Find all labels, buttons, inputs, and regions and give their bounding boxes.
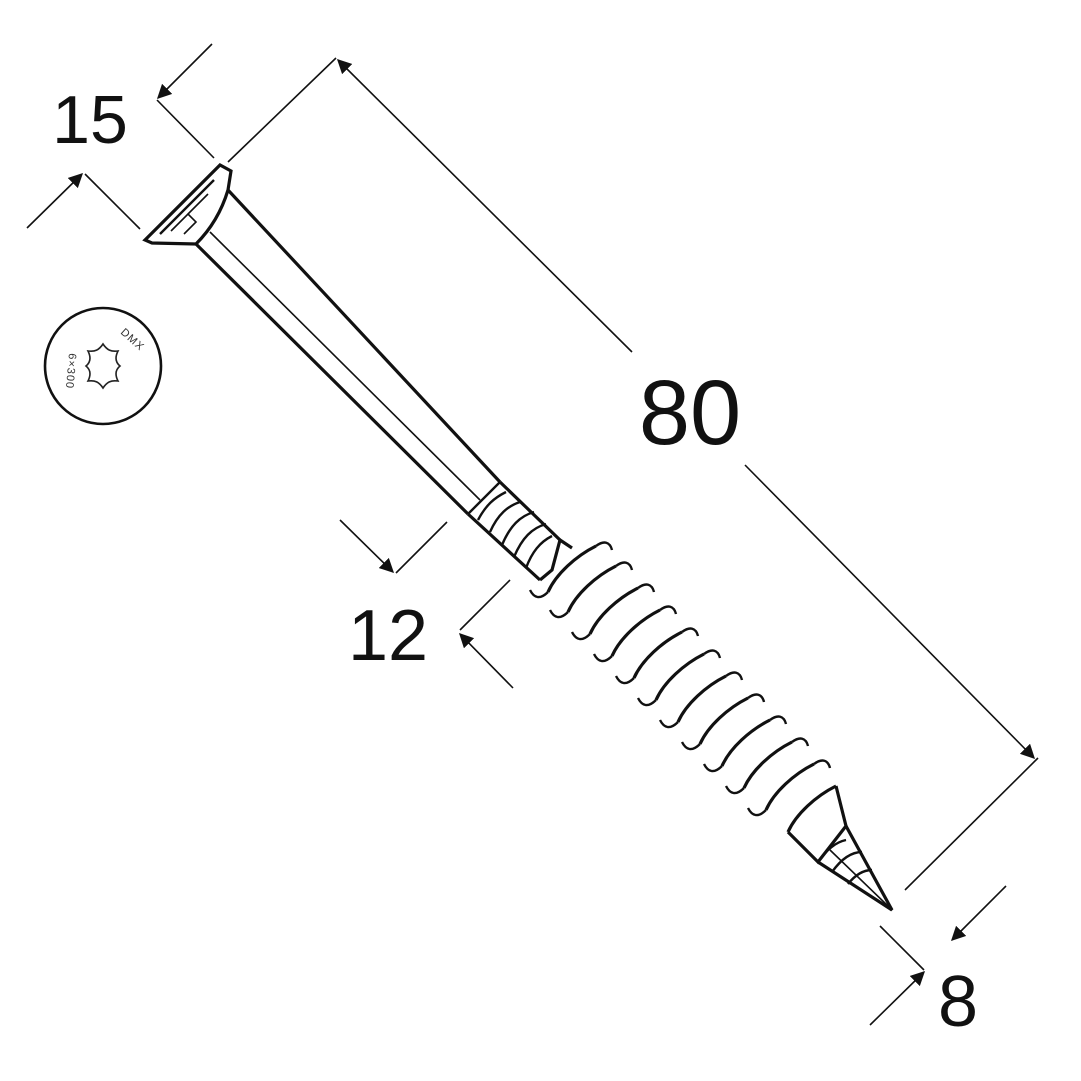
length-label: 80 — [639, 362, 741, 464]
thread-arrow-bottom — [458, 632, 514, 689]
head-arrow-bottom — [26, 172, 84, 229]
head-extension-top — [156, 99, 215, 159]
core-extension — [879, 925, 925, 971]
thread-dimension: 12 — [339, 519, 514, 689]
head-dimension: 15 — [26, 43, 215, 230]
length-dimension: 80 — [227, 57, 1039, 891]
head-marking-side: 6×300 — [63, 353, 78, 390]
thread-extension-top — [395, 521, 448, 574]
torx-recess-icon — [84, 342, 122, 390]
head-label: 15 — [52, 82, 128, 158]
head-arrow-top — [156, 43, 213, 100]
thread — [528, 537, 837, 833]
length-extension-bottom — [904, 757, 1039, 891]
length-arrow-top — [336, 58, 633, 353]
head-top-view: DMX 6×300 — [43, 306, 163, 426]
core-label: 8 — [938, 962, 978, 1042]
length-arrow-bottom — [744, 464, 1036, 760]
screw-tip — [786, 785, 894, 912]
head-extension-bottom — [84, 173, 141, 230]
screw-body — [142, 163, 894, 912]
thread-label: 12 — [348, 596, 428, 676]
core-dimension: 8 — [869, 885, 1007, 1042]
core-arrow-top — [950, 885, 1007, 942]
thread-extension-bottom — [459, 579, 511, 631]
length-extension-top — [227, 57, 337, 163]
thread-arrow-top — [339, 519, 395, 574]
core-arrow-bottom — [869, 970, 926, 1026]
